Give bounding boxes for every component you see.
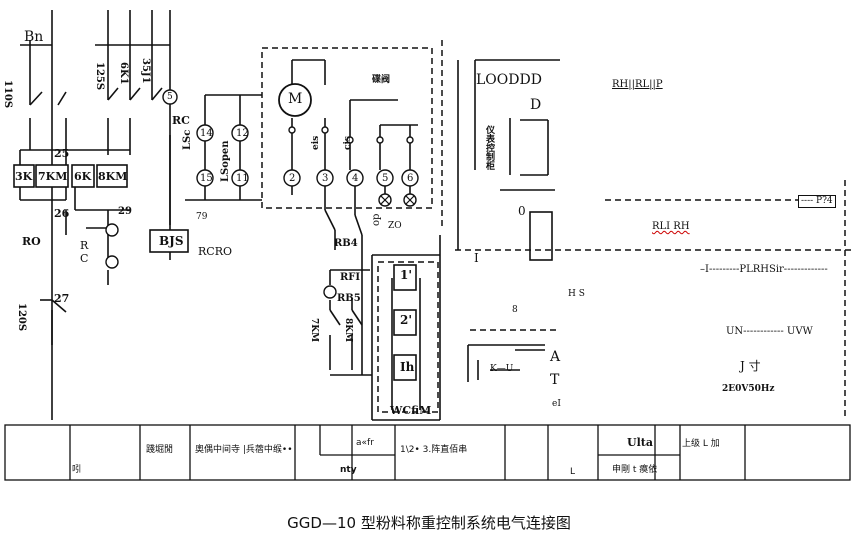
term-14: 14: [200, 128, 213, 139]
term-12: 12: [236, 128, 249, 139]
label-zero: 0: [518, 204, 526, 218]
tb-cell-1: 吲: [72, 465, 82, 475]
label-d: D: [530, 97, 542, 113]
relay-enclosure: [377, 261, 439, 413]
label-7km-b: 7KM: [309, 318, 319, 343]
label-ei: eI: [552, 399, 561, 409]
label-35j1: 35J1: [140, 58, 151, 84]
label-lsopen: LSopen: [220, 140, 231, 182]
label-i: I: [474, 251, 479, 265]
term-2: 2: [289, 173, 296, 184]
label-79: 79: [196, 212, 208, 222]
relay-2-label: 2': [400, 313, 413, 327]
label-plrhsir: –I---------PLRHSir-------------: [700, 264, 828, 275]
motor-label: M: [288, 91, 303, 107]
title-block: [4, 424, 851, 481]
tb-cell-3: 奧偶中间寺 |兵蓿中缑••: [195, 445, 293, 455]
label-bus: K—U: [490, 364, 514, 374]
coil-7km: [35, 164, 69, 188]
label-26: 26: [54, 207, 70, 220]
coil-3k-label: 3K: [15, 170, 33, 183]
tb-cell-5: nty: [340, 465, 357, 475]
relay-1: [393, 264, 417, 291]
label-un-uvw: UN------------ UVW: [726, 326, 813, 337]
label-25: 25: [54, 147, 70, 160]
label-valve: 碟阀: [372, 75, 391, 85]
coil-3k: [13, 164, 35, 188]
relay-1-label: 1': [400, 268, 413, 282]
label-110s: 110S: [2, 80, 13, 109]
label-t: T: [550, 372, 560, 388]
label-lsc: LSc: [182, 129, 193, 150]
term-15: 15: [200, 173, 213, 184]
label-rll-rh: RLI RH: [652, 221, 690, 232]
tb-cell-2: 踐堀閒: [146, 445, 174, 455]
coil-8km: [96, 164, 128, 188]
motor-symbol: [278, 83, 312, 117]
label-a: A: [550, 349, 561, 365]
label-hs: H S: [568, 289, 585, 299]
label-power: 2E0V50Hz: [722, 384, 775, 394]
label-rb5: RB5: [337, 293, 361, 304]
label-panel: 仪表控制柜: [484, 125, 494, 170]
coil-6k-label: 6K: [74, 170, 92, 183]
tb-cell-4: a«fr: [356, 438, 374, 448]
term-5: 5: [167, 92, 173, 102]
coil-7km-label: 7KM: [38, 170, 68, 183]
label-wcam: WCfiM: [390, 404, 432, 417]
label-rf: RFI: [340, 272, 361, 283]
tb-cell-9: 申剛 t 瘼依: [612, 465, 658, 475]
relay-2: [393, 309, 417, 336]
label-rcro: RCRO: [198, 245, 232, 258]
label-rc: RC: [172, 114, 190, 127]
relay-3: [393, 354, 417, 381]
tb-cell-8: 上级 L 加: [682, 439, 720, 449]
label-loooddd: LOODDD: [476, 72, 542, 88]
coil-bjs: [149, 229, 189, 253]
label-6k1: 6K1: [118, 62, 129, 85]
label-cis: cis: [343, 136, 353, 150]
label-eis: eis: [311, 135, 321, 150]
coil-8km-label: 8KM: [98, 170, 128, 183]
label-rh-rl-p: RH||RL||P: [612, 79, 663, 90]
label-ro: RO: [22, 235, 41, 248]
label-rb4: RB4: [334, 238, 358, 249]
label-125s: 125S: [94, 62, 105, 91]
relay-3-label: Ih: [400, 360, 415, 374]
label-j-cun: J 寸: [740, 359, 761, 373]
coil-6k: [71, 164, 95, 188]
term-3: 3: [322, 173, 329, 184]
label-8: 8: [512, 305, 518, 315]
label-c: C: [80, 252, 89, 265]
tb-cell-10: L: [570, 467, 576, 477]
label-8km-b: 8KM: [343, 318, 353, 343]
term-5b: 5: [382, 173, 389, 184]
label-29: 29: [118, 206, 132, 217]
label-120s: 120S: [16, 303, 27, 332]
tb-cell-6: 1\2• 3.阵直佰串: [400, 445, 468, 455]
term-11: 11: [236, 173, 249, 184]
label-op: op: [371, 213, 382, 226]
label-zo: ZO: [388, 221, 402, 231]
label-bn: Bn: [24, 29, 44, 45]
valve-enclosure: [261, 47, 433, 209]
label-p74: ---- P?4: [798, 195, 836, 208]
tb-cell-7: Ulta: [627, 436, 653, 449]
figure-caption: GGD—10 型粉料称重控制系统电气连接图: [287, 514, 571, 532]
label-r: R: [80, 239, 89, 252]
term-4: 4: [352, 173, 359, 184]
label-27: 27: [54, 292, 70, 305]
coil-bjs-label: BJS: [159, 234, 184, 248]
term-6: 6: [407, 173, 414, 184]
